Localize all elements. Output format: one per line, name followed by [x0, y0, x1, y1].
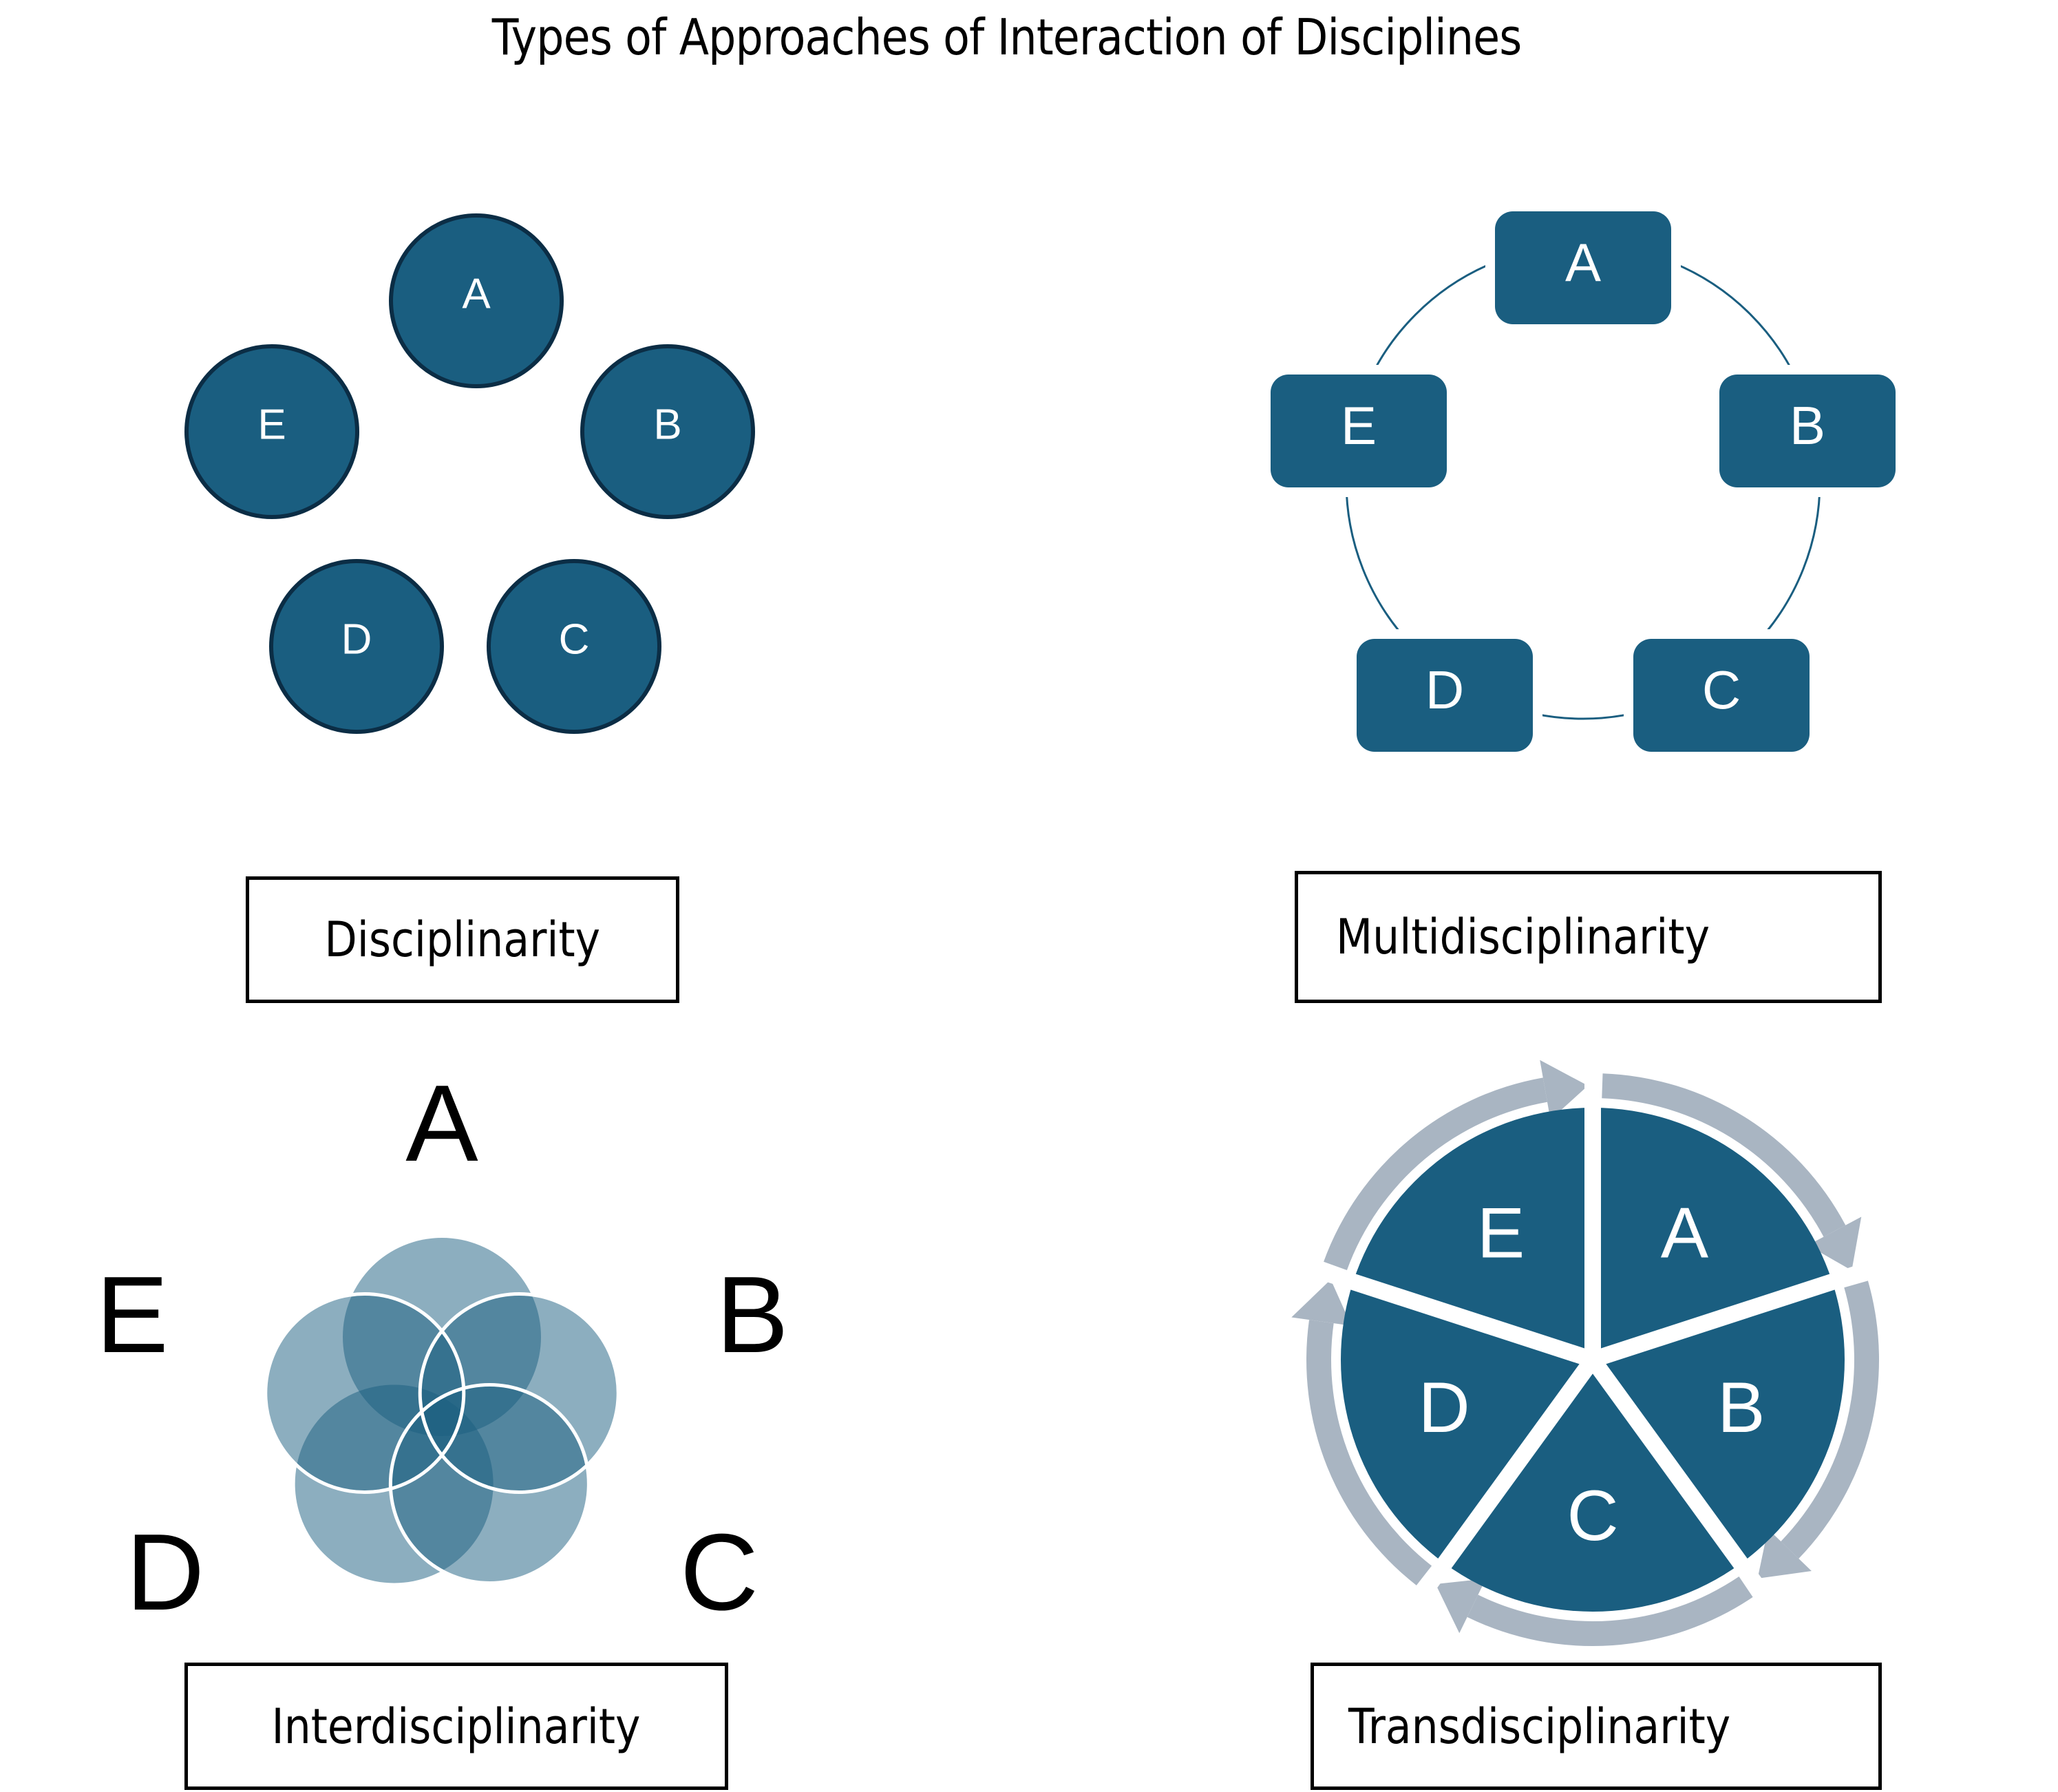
cycle-arrow-head-3	[1435, 1579, 1486, 1634]
discipline-circle-label-a: A	[462, 271, 491, 318]
cycle-arrow-arc-3	[1467, 1577, 1753, 1646]
discipline-circle-label-e: E	[257, 401, 286, 449]
pie-separator-3	[1586, 1354, 1773, 1603]
transdisciplinarity-label: Transdisciplinarity	[1348, 1698, 1731, 1755]
interdisciplinarity-letter-c: C	[680, 1512, 759, 1633]
cycle-arrow-head-2	[1757, 1528, 1812, 1579]
interdisciplinarity-diagram: A B C D E	[96, 1063, 788, 1633]
disciplinarity-label: Disciplinarity	[324, 911, 601, 968]
discipline-circle-c	[487, 559, 661, 734]
cycle-arrow-head-1	[1807, 1216, 1862, 1271]
transdisciplinarity-label-box: Transdisciplinarity	[1311, 1663, 1882, 1790]
cycle-arrow-arc-2	[1781, 1280, 1879, 1559]
cycle-arrow-arc-4	[1306, 1320, 1432, 1585]
overlap-circle-outline-e	[264, 1292, 466, 1495]
discipline-box-label-c: C	[1702, 660, 1741, 720]
pie-segment-label-e: E	[1477, 1193, 1525, 1273]
overlap-circle-outline-c	[388, 1382, 591, 1585]
pie-segment-label-b: B	[1717, 1368, 1765, 1448]
pie-separator-2	[1590, 1261, 1876, 1368]
cycle-arrow-head-4	[1291, 1279, 1352, 1326]
discipline-circle-e	[184, 344, 359, 519]
discipline-circle-label-d: D	[341, 616, 372, 664]
pie-segment-d	[1340, 1281, 1593, 1564]
discipline-circle-d	[269, 559, 444, 734]
discipline-box-label-e: E	[1341, 395, 1377, 456]
pie-segment-label-c: C	[1567, 1476, 1618, 1556]
pie-segment-b	[1593, 1281, 1845, 1564]
discipline-box-label-d: D	[1425, 660, 1464, 720]
discipline-box-label-b: B	[1790, 395, 1825, 456]
discipline-circle-label-c: C	[559, 616, 590, 664]
pie-segment-label-d: D	[1419, 1368, 1470, 1448]
multidisciplinarity-diagram: A B C D E	[1261, 202, 1905, 761]
discipline-box-c	[1633, 639, 1810, 752]
cycle-arrow-arc-1	[1602, 1073, 1846, 1237]
discipline-box-d	[1357, 639, 1533, 752]
cycle-arrow-head-5	[1540, 1060, 1589, 1120]
disciplinarity-label-box: Disciplinarity	[246, 876, 679, 1003]
pie-segment-label-a: A	[1661, 1193, 1709, 1273]
multidisciplinarity-label: Multidisciplinarity	[1336, 909, 1710, 965]
pie-separator-4	[1412, 1354, 1600, 1603]
discipline-box-label-a: A	[1565, 232, 1601, 293]
discipline-box-b	[1719, 375, 1896, 487]
discipline-circle-b	[580, 344, 755, 519]
disciplinarity-diagram: A B C D E	[184, 213, 755, 734]
interdisciplinarity-label-box: Interdisciplinarity	[184, 1663, 728, 1790]
interdisciplinarity-letter-a: A	[405, 1063, 478, 1184]
overlap-circle-e	[265, 1294, 464, 1493]
interdisciplinarity-letter-e: E	[96, 1254, 168, 1375]
diagram-title: Types of Approaches of Interaction of Di…	[491, 8, 1523, 66]
overlap-circle-outline-b	[418, 1292, 620, 1495]
pie-separator-5	[1310, 1261, 1595, 1368]
interdisciplinarity-letter-b: B	[716, 1254, 788, 1375]
cycle-arrow-arc-5	[1324, 1077, 1548, 1271]
pie-segment-c	[1444, 1360, 1741, 1612]
interdisciplinarity-letter-d: D	[126, 1512, 204, 1633]
transdisciplinarity-diagram: A B C D E	[1291, 1060, 1879, 1646]
multidisciplinarity-label-box: Multidisciplinarity	[1295, 871, 1882, 1003]
interdisciplinarity-label: Interdisciplinarity	[272, 1698, 641, 1755]
discipline-circle-label-b: B	[653, 401, 681, 449]
discipline-box-e	[1271, 375, 1447, 487]
discipline-circle-a	[389, 213, 564, 388]
discipline-box-a	[1495, 211, 1671, 324]
